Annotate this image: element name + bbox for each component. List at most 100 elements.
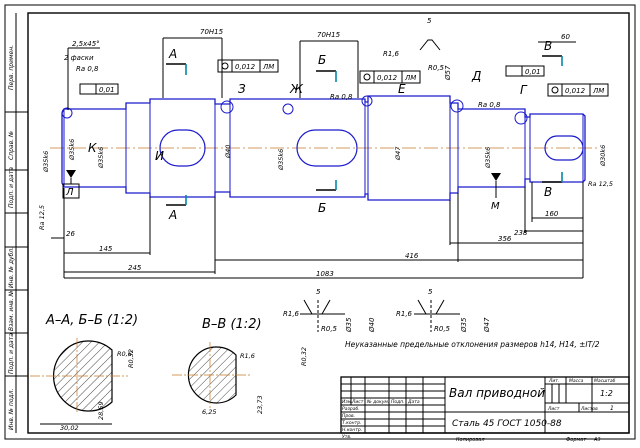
detail-letter-k: К (88, 141, 97, 155)
detail-circle-d (450, 99, 464, 113)
strip-vzam-inv: Взам. инв. № (8, 290, 15, 331)
tb-listov: Листов (580, 406, 598, 412)
tb-razrab: Разраб. (342, 406, 360, 412)
dim-416: 416 (405, 252, 419, 260)
strip-inv-podl: Инв. № подл. (8, 389, 15, 430)
section-vv-625: 6,25 (202, 408, 216, 416)
detail-r16-a: R1,6 (283, 310, 300, 318)
ra-mid: Ra 0,8 (330, 93, 353, 101)
tb-data-col: Дата (407, 399, 420, 405)
tb-list-col: Лист (351, 399, 364, 405)
detail-r05-a: R0,5 (321, 325, 338, 333)
shaft-drawing (50, 95, 600, 201)
detail-sketches: 5 R1,6 R0,5 Ø35 Ø40 5 R1,6 R0,5 Ø35 Ø47 (283, 288, 491, 333)
detail-circle-e (361, 95, 373, 107)
tb-izm: Изм. (342, 399, 353, 405)
section-aa-3002: 30,02 (60, 424, 79, 432)
detail-circle-zh (282, 103, 294, 115)
section-vv-r032: R0,32 (300, 347, 308, 366)
dim60-top: 60 (561, 33, 570, 41)
strip-sprav-no: Справ. № (8, 131, 15, 160)
detail-circle-z (220, 100, 234, 114)
tb-format: Формат (566, 437, 587, 443)
svg-text:Л: Л (65, 187, 74, 198)
strip-podp-data-1: Подп. и дата (8, 167, 15, 208)
r16-top: R1,6 (383, 50, 400, 58)
tb-tkontr: Т.контр. (342, 420, 362, 426)
dim-26: 26 (66, 230, 75, 238)
dia-8: Ø30k6 (599, 145, 607, 167)
runout-right: 0,01 (525, 68, 541, 76)
section-letter-a-bottom: А (168, 208, 177, 222)
datum-l: Л (62, 170, 80, 199)
dim-160: 160 (545, 210, 559, 218)
tb-podp-col: Подп. (391, 399, 405, 405)
title-block: Изм. Лист № докум. Подп. Дата Разраб. Пр… (340, 376, 630, 440)
pos-base-3: ЛМ (592, 87, 604, 95)
section-vv: В–В (1:2) R1,6 R0,32 23,73 6,25 (172, 317, 308, 416)
svg-text:М: М (491, 201, 500, 212)
tb-format-value: А3 (593, 437, 601, 443)
pos-tol-3: 0,012 (565, 87, 586, 95)
dia-2: Ø35k6 (68, 139, 76, 161)
tb-list: Лист (547, 406, 560, 412)
dim-238: 238 (514, 229, 528, 237)
section-vv-2373: 23,73 (256, 395, 264, 414)
dia-4: Ø40 (224, 145, 232, 159)
keyway-b (296, 129, 358, 167)
tb-prov: Пров. (342, 413, 355, 419)
detail-r16-b: R1,6 (396, 310, 413, 318)
dim-1083: 1083 (316, 270, 334, 278)
pos-tol-1: 0,012 (235, 63, 256, 71)
section-aa-title: А–А, Б–Б (1:2) (45, 313, 138, 328)
section-vv-r16: R1,6 (240, 352, 255, 360)
tb-title: Вал приводной (449, 386, 545, 400)
detail-letter-g: Г (520, 83, 528, 97)
tb-listov-value: 1 (610, 405, 614, 412)
tb-kopiroval: Копировал (456, 437, 485, 443)
tb-masshtab: Масштаб (594, 378, 616, 384)
section-markers: А А Б Б В В (166, 39, 563, 222)
dia-5: Ø35k6 (277, 149, 285, 171)
detail-phi35b: Ø35 (460, 317, 468, 333)
detail-phi35a: Ø35 (345, 317, 353, 333)
dim-145: 145 (99, 245, 113, 253)
section-aa: А–А, Б–Б (1:2) R0,6 R0,32 28,59 30,02 (30, 313, 138, 432)
inner-frame (27, 12, 630, 434)
datum-m: М (491, 173, 501, 212)
detail-letter-i: И (155, 149, 164, 163)
dim-356: 356 (498, 235, 512, 243)
fit-70h15-a: 70H15 (200, 28, 224, 36)
section-letter-v-top: В (544, 39, 552, 53)
dia-3: Ø35k6 (97, 147, 105, 169)
section-aa-r06: R0,6 (117, 350, 132, 358)
detail-letters: З Ж Е Д Г К И (88, 69, 528, 163)
section-vv-title: В–В (1:2) (202, 317, 262, 332)
strip-inv-dubl: Инв. № дубл. (8, 247, 15, 288)
tb-massa: Масса (569, 378, 584, 384)
diameter-labels: Ø35k6 Ø35k6 Ø35k6 Ø40 Ø35k6 Ø47 Ø35k6 Ø3… (38, 139, 613, 230)
section-letter-a-top: А (168, 47, 177, 61)
phi57: Ø57 (444, 65, 452, 81)
dia-1: Ø35k6 (42, 151, 50, 173)
section-letter-b-top: Б (318, 53, 326, 67)
fit-70h15-b: 70H15 (317, 31, 341, 39)
detail-dim5-b: 5 (428, 288, 433, 296)
detail-letter-e: Е (398, 82, 406, 96)
tb-scale-value: 1:2 (600, 389, 613, 398)
pos-tol-2: 0,012 (377, 74, 398, 82)
ra-left: Ra 0,8 (76, 65, 99, 73)
section-aa-2859: 28,59 (97, 401, 105, 420)
detail-phi47: Ø47 (483, 317, 491, 333)
detail-circle-g (514, 111, 528, 125)
section-aa-r032: R0,32 (127, 349, 135, 368)
detail-phi40: Ø40 (368, 317, 376, 333)
pos-base-1: ЛМ (262, 63, 274, 71)
detail-dim5-a: 5 (316, 288, 321, 296)
keyway-a (159, 129, 206, 167)
chamfers-note: 2 фаски (64, 54, 94, 62)
tb-utv: Утв. (342, 434, 351, 440)
strip-perv-primen: Перв. примен. (8, 45, 15, 90)
